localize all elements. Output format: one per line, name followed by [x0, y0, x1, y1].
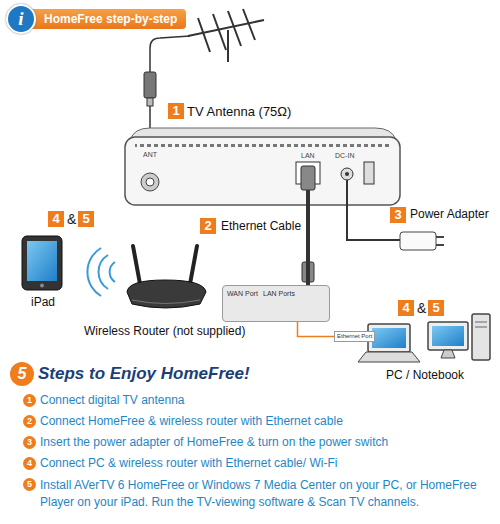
dc-in-port	[341, 168, 353, 180]
ampersand: &	[417, 300, 426, 316]
part-label: PC / Notebook	[386, 368, 464, 382]
callout-number: 5	[428, 300, 444, 316]
wifi-waves	[87, 248, 115, 296]
ipad-screen	[27, 241, 57, 281]
router-port-panel: WAN Port LAN Ports	[222, 285, 330, 322]
node-text: 1	[24, 394, 35, 407]
step-number: 5	[23, 478, 36, 491]
ethernet-plug	[301, 166, 315, 190]
ant-connector	[146, 178, 154, 186]
device-body	[125, 137, 400, 205]
step-number: 4	[23, 457, 36, 470]
ethernet-port-box: Ethernet Port	[334, 331, 375, 342]
ethernet-cable	[306, 190, 310, 206]
node-text: 4	[51, 211, 61, 227]
adapter-prong	[436, 236, 444, 238]
node-text: LAN Ports	[263, 290, 295, 298]
dc-in-port	[345, 172, 349, 176]
info-circle: i	[6, 4, 36, 34]
node-text: 5	[81, 211, 91, 227]
ipad-button	[40, 284, 44, 288]
ampersand: &	[67, 211, 76, 227]
node-text: 5	[431, 300, 441, 316]
node-text: i	[8, 6, 34, 32]
antenna-cable	[150, 36, 190, 72]
callout-number: 4	[398, 300, 414, 316]
part-label: Power Adapter	[410, 207, 489, 221]
node-text: DC-IN	[335, 152, 354, 160]
router	[127, 280, 206, 308]
node-text: LAN	[301, 152, 315, 160]
node-text: Ethernet Port	[337, 333, 372, 340]
ipad	[22, 236, 62, 290]
callout-number: 5	[78, 211, 94, 227]
adapter-prong	[436, 244, 444, 246]
part-label: iPad	[31, 295, 55, 309]
step-text: Install AVerTV 6 HomeFree or Windows 7 M…	[40, 477, 485, 511]
steps-heading: Steps to Enjoy HomeFree!	[38, 364, 250, 384]
title-badge: HomeFree step-by-step	[24, 9, 186, 29]
vent-holes	[135, 142, 390, 147]
notebook-screen	[372, 328, 406, 348]
step-text: Insert the power adapter of HomeFree & t…	[40, 435, 388, 449]
part-label: Ethernet Cable	[220, 219, 302, 233]
cable-connector	[306, 205, 310, 285]
steps-number: 5	[10, 362, 34, 386]
ant-connector	[141, 173, 159, 191]
step-text: Connect HomeFree & wireless router with …	[40, 414, 343, 428]
pc-drive	[475, 322, 487, 323]
router-antenna	[190, 246, 197, 284]
node-text: 2	[24, 415, 35, 428]
antenna	[188, 9, 264, 62]
antenna-plug-tip	[147, 98, 153, 106]
power-adapter	[400, 232, 436, 250]
router-edge	[132, 300, 200, 304]
step-number: 3	[23, 436, 36, 449]
callout-number: 3	[390, 207, 406, 223]
callout-number: 1	[168, 103, 184, 119]
monitor-stand	[441, 350, 455, 358]
node-text: 2	[203, 218, 213, 234]
monitor-screen	[432, 326, 464, 346]
pc-tower	[472, 314, 490, 360]
node-text: 5	[24, 478, 35, 491]
antenna-plug	[144, 72, 156, 98]
step-text: Connect digital TV antenna	[40, 393, 185, 407]
homefree-device: ANT LAN DC-IN	[125, 128, 400, 205]
step-text: Connect PC & wireless router with Ethern…	[40, 456, 337, 470]
node-text: 5	[10, 362, 34, 386]
monitor	[428, 322, 468, 350]
cable-connector	[298, 322, 335, 337]
node-text: WAN Port	[227, 290, 258, 298]
part-label: TV Antenna (75Ω)	[187, 104, 291, 119]
notebook-base	[358, 352, 420, 362]
power-switch	[364, 162, 374, 184]
step-number: 2	[23, 415, 36, 428]
node-text: 4	[24, 457, 35, 470]
node-text: 1	[171, 103, 181, 119]
node-text: ANT	[143, 151, 157, 159]
node-text: 4	[401, 300, 411, 316]
router-antenna	[133, 246, 140, 284]
callout-number: 4	[48, 211, 64, 227]
step-number: 1	[23, 394, 36, 407]
part-label: Wireless Router (not supplied)	[84, 324, 245, 338]
node-text: 3	[24, 436, 35, 449]
pc-drive	[475, 327, 487, 328]
callout-number: 2	[200, 218, 216, 234]
node-text: 3	[393, 207, 403, 223]
